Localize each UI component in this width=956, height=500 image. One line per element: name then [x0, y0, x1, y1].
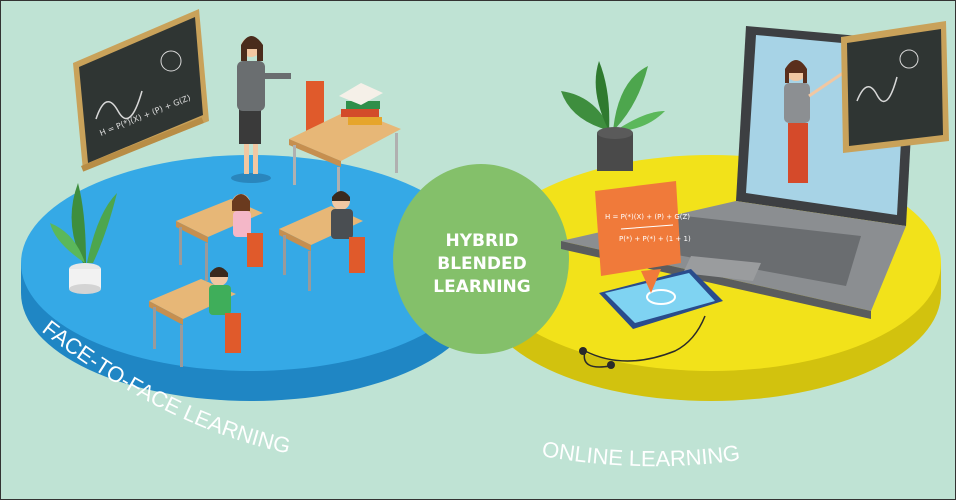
center-label: HYBRID BLENDED LEARNING: [433, 231, 530, 297]
hybrid-overlap: [393, 164, 569, 354]
center-label-line-1: HYBRID: [445, 231, 518, 251]
earphones: [579, 315, 706, 369]
online-label: ONLINE LEARNING: [540, 436, 741, 471]
formula-bubble: H = P(*)(X) + (P) + G(Z) P(*) + P(*) + (…: [595, 181, 691, 293]
tablet: [599, 269, 723, 329]
student-desk-1: [176, 194, 263, 281]
svg-text:H = P(*)(X) + (P) + G(Z): H = P(*)(X) + (P) + G(Z): [605, 213, 690, 221]
plant-right: [561, 61, 665, 171]
teacher-figure: [231, 36, 291, 183]
plant-left: [50, 183, 117, 294]
student-desk-3: [149, 267, 241, 367]
student-desk-2: [279, 191, 365, 291]
center-label-line-3: LEARNING: [433, 277, 530, 297]
svg-text:P(*) + P(*) + (1 + 1): P(*) + P(*) + (1 + 1): [619, 235, 691, 243]
chalkboard-left: H = P(*)(X) + (P) + G(Z): [73, 9, 209, 172]
chalkboard-right: [841, 21, 949, 153]
center-label-line-2: BLENDED: [437, 254, 526, 274]
teacher-desk: [289, 81, 401, 207]
online-teacher: [784, 60, 847, 183]
